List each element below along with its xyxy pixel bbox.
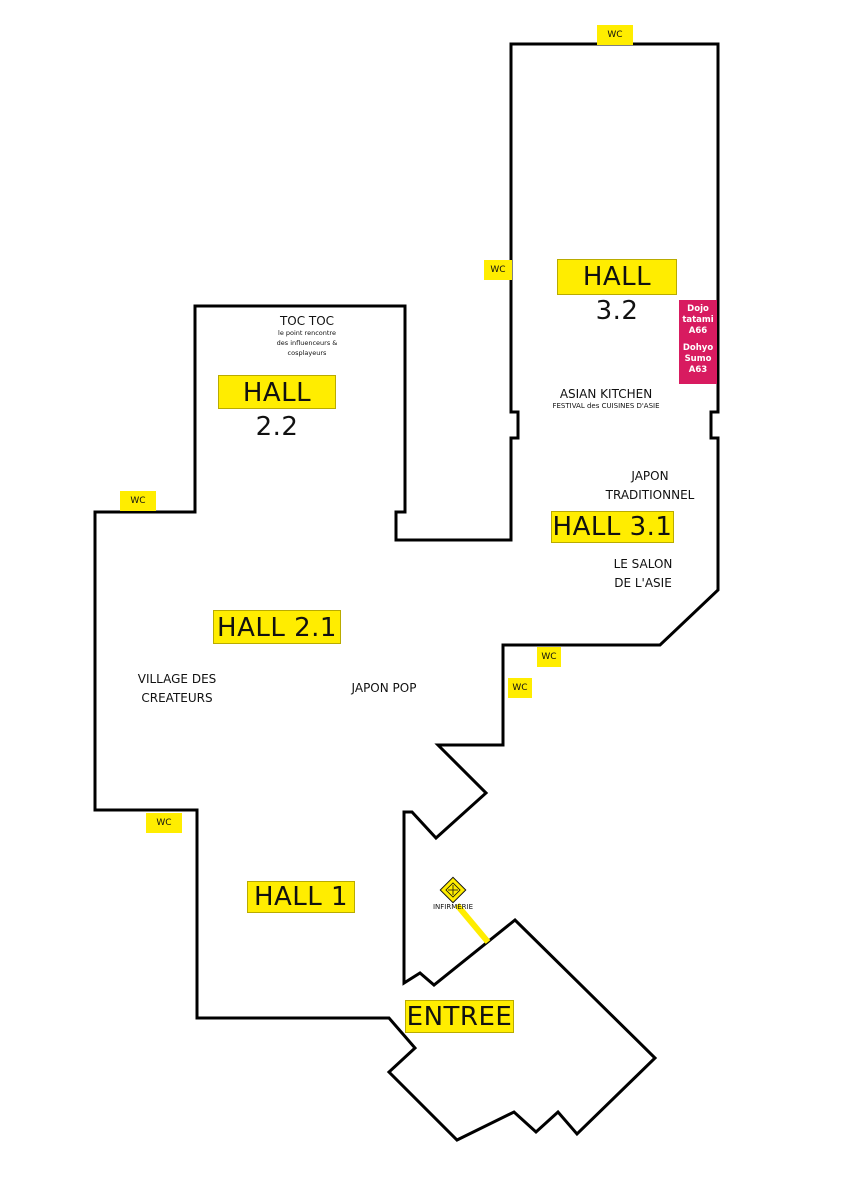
village-createurs-label-2: CREATEURS — [141, 691, 213, 705]
hall-3-1-label: HALL 3.1 — [551, 511, 674, 543]
building-outline — [93, 42, 720, 1142]
hall-2-1-label: HALL 2.1 — [213, 610, 341, 644]
village-createurs-label-1: VILLAGE DES — [137, 672, 217, 686]
salon-asie-label-1: LE SALON — [613, 557, 673, 571]
dojo-line-1: Dojo — [687, 304, 709, 314]
wc-label: WC — [508, 678, 532, 698]
wc-label: WC — [146, 813, 182, 833]
dojo-line-5: Sumo — [684, 354, 712, 364]
diamond-cross-icon — [439, 876, 467, 904]
salon-asie-label-2: DE L'ASIE — [614, 576, 672, 590]
dojo-line-3: A66 — [688, 326, 708, 336]
infirmerie-path — [454, 903, 491, 944]
hall-3-2-label: HALL 3.2 — [557, 259, 677, 326]
festival-label: FESTIVAL des CUISINES D'ASIE — [552, 402, 660, 410]
toc-toc-title: TOC TOC — [279, 314, 335, 328]
asian-kitchen-label: ASIAN KITCHEN — [559, 387, 653, 401]
wc-label: WC — [120, 491, 156, 511]
japon-traditionnel-label-2: TRADITIONNEL — [605, 488, 695, 502]
wc-label: WC — [484, 260, 512, 280]
toc-toc-subtitle-3: cosplayeurs — [287, 349, 327, 357]
japon-traditionnel-label-1: JAPON — [631, 469, 669, 483]
entree-label: ENTREE — [405, 1000, 514, 1033]
wc-label: WC — [537, 647, 561, 667]
dojo-sumo-badge: Dojo tatami A66 Dohyo Sumo A63 — [679, 300, 717, 384]
hall-2-2-label: HALL 2.2 — [218, 375, 336, 442]
toc-toc-subtitle-2: des influenceurs & — [276, 339, 338, 347]
dojo-line-6: A63 — [688, 365, 708, 375]
wc-label: WC — [597, 25, 633, 45]
toc-toc-subtitle-1: le point rencontre — [278, 329, 336, 337]
dojo-line-2: tatami — [682, 315, 714, 325]
japon-pop-label: JAPON POP — [351, 681, 417, 695]
hall-1-label: HALL 1 — [247, 881, 355, 913]
dojo-line-4: Dohyo — [682, 343, 714, 353]
infirmerie-label: INFIRMERIE — [432, 903, 474, 911]
